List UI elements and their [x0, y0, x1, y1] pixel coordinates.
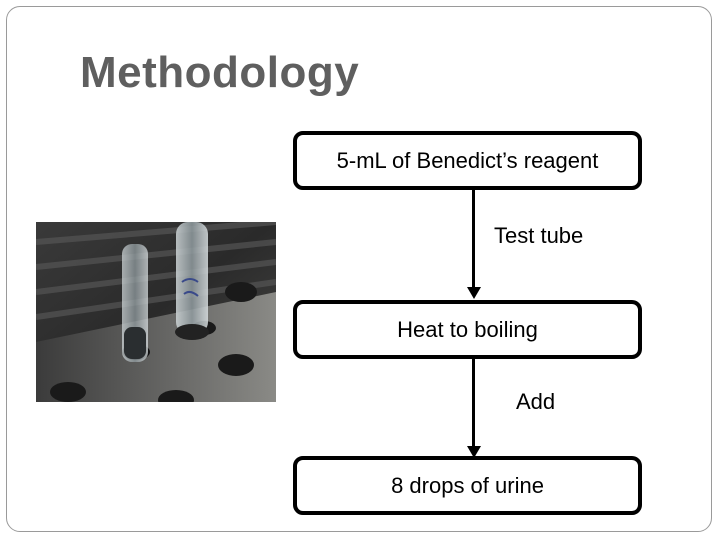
test-tubes-photo: [36, 222, 276, 402]
test-tubes-photo-icon: [36, 222, 276, 402]
edge-label-add: Add: [516, 389, 556, 414]
flow-step-reagent-label: 5-mL of Benedict’s reagent: [336, 147, 599, 173]
arrow-down-icon: [467, 287, 481, 299]
flow-step-urine-label: 8 drops of urine: [391, 472, 544, 498]
flow-step-reagent: 5-mL of Benedict’s reagent: [293, 131, 642, 190]
slide-frame: [6, 6, 712, 532]
connector-heat-to-urine: [472, 359, 475, 447]
flow-step-urine: 8 drops of urine: [293, 456, 642, 515]
flow-step-heat: Heat to boiling: [293, 300, 642, 359]
arrow-down-icon: [467, 446, 481, 458]
flow-step-heat-label: Heat to boiling: [397, 316, 538, 342]
slide-title: Methodology: [80, 48, 360, 97]
edge-label-test-tube: Test tube: [494, 223, 584, 248]
connector-reagent-to-heat: [472, 190, 475, 290]
